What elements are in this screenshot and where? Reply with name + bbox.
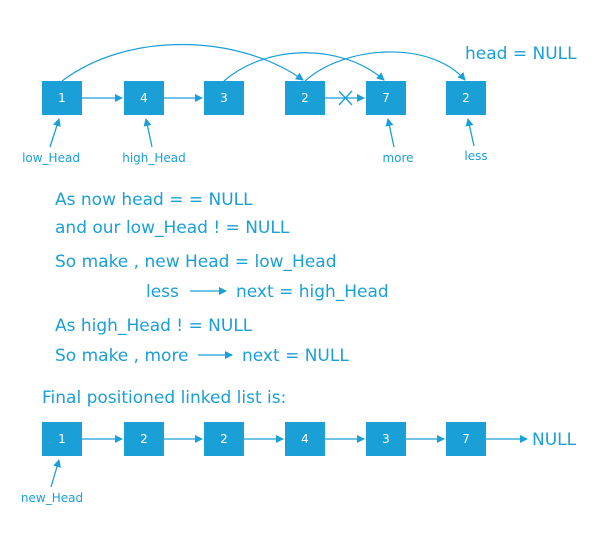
top-node-3: 3 (204, 81, 244, 115)
node-box (446, 81, 486, 115)
node-value: 7 (462, 432, 470, 446)
node-box (42, 422, 82, 456)
statement-line-1: As now head = = NULL (55, 190, 253, 210)
node-value: 2 (140, 432, 148, 446)
low-head-label: low_Head (22, 151, 80, 165)
less-label: less (464, 149, 487, 163)
statement-line-5: As high_Head ! = NULL (55, 316, 253, 336)
top-node-6: 2 (446, 81, 486, 115)
node-value: 1 (58, 91, 66, 105)
low-head-pointer-arrow (49, 118, 61, 148)
node-value: 4 (140, 91, 148, 105)
node-value: 1 (58, 432, 66, 446)
final-node-4: 4 (285, 422, 325, 456)
node-box (204, 422, 244, 456)
final-node-6: 7 (446, 422, 486, 456)
node-box (446, 422, 486, 456)
high-head-pointer-arrow (143, 118, 153, 148)
more-label: more (382, 151, 413, 165)
top-node-2: 4 (124, 81, 164, 115)
curve-arrow-2-to-2 (304, 51, 466, 82)
node-box (204, 81, 244, 115)
high-head-label: high_Head (122, 151, 186, 165)
less-pointer-arrow (465, 118, 475, 147)
final-node-3: 2 (204, 422, 244, 456)
statement-line-4-right: next = high_Head (236, 282, 389, 302)
final-node-5: 3 (366, 422, 406, 456)
final-null-label: NULL (532, 430, 577, 450)
final-node-1: 1 (42, 422, 82, 456)
new-head-pointer-arrow (50, 459, 61, 488)
top-node-1: 1 (42, 81, 82, 115)
statement-line-6-right: next = NULL (242, 346, 349, 366)
final-node-2: 2 (124, 422, 164, 456)
cross-icon (338, 90, 353, 106)
node-box (285, 422, 325, 456)
statement-line-2: and our low_Head ! = NULL (55, 218, 290, 238)
node-box (366, 81, 406, 115)
new-head-label: new_Head (21, 491, 83, 505)
top-node-4: 2 (285, 81, 325, 115)
node-value: 3 (382, 432, 390, 446)
statement-line-4-left: less (146, 282, 179, 302)
node-value: 4 (301, 432, 309, 446)
statement-line-3: So make , new Head = low_Head (55, 252, 337, 272)
more-pointer-arrow (385, 118, 395, 148)
node-value: 2 (301, 91, 309, 105)
statement-line-6-left: So make , more (55, 346, 189, 366)
node-box (42, 81, 82, 115)
curve-arrow-3-to-7 (223, 52, 385, 82)
top-node-5: 7 (366, 81, 406, 115)
node-box (366, 422, 406, 456)
node-value: 7 (382, 91, 390, 105)
node-value: 3 (220, 91, 228, 105)
node-box (124, 81, 164, 115)
node-box (285, 81, 325, 115)
node-box (124, 422, 164, 456)
head-null-label: head = NULL (465, 44, 577, 64)
node-value: 2 (462, 91, 470, 105)
curve-arrow-1-to-2 (61, 43, 304, 82)
final-list-title: Final positioned linked list is: (42, 388, 286, 408)
node-value: 2 (220, 432, 228, 446)
